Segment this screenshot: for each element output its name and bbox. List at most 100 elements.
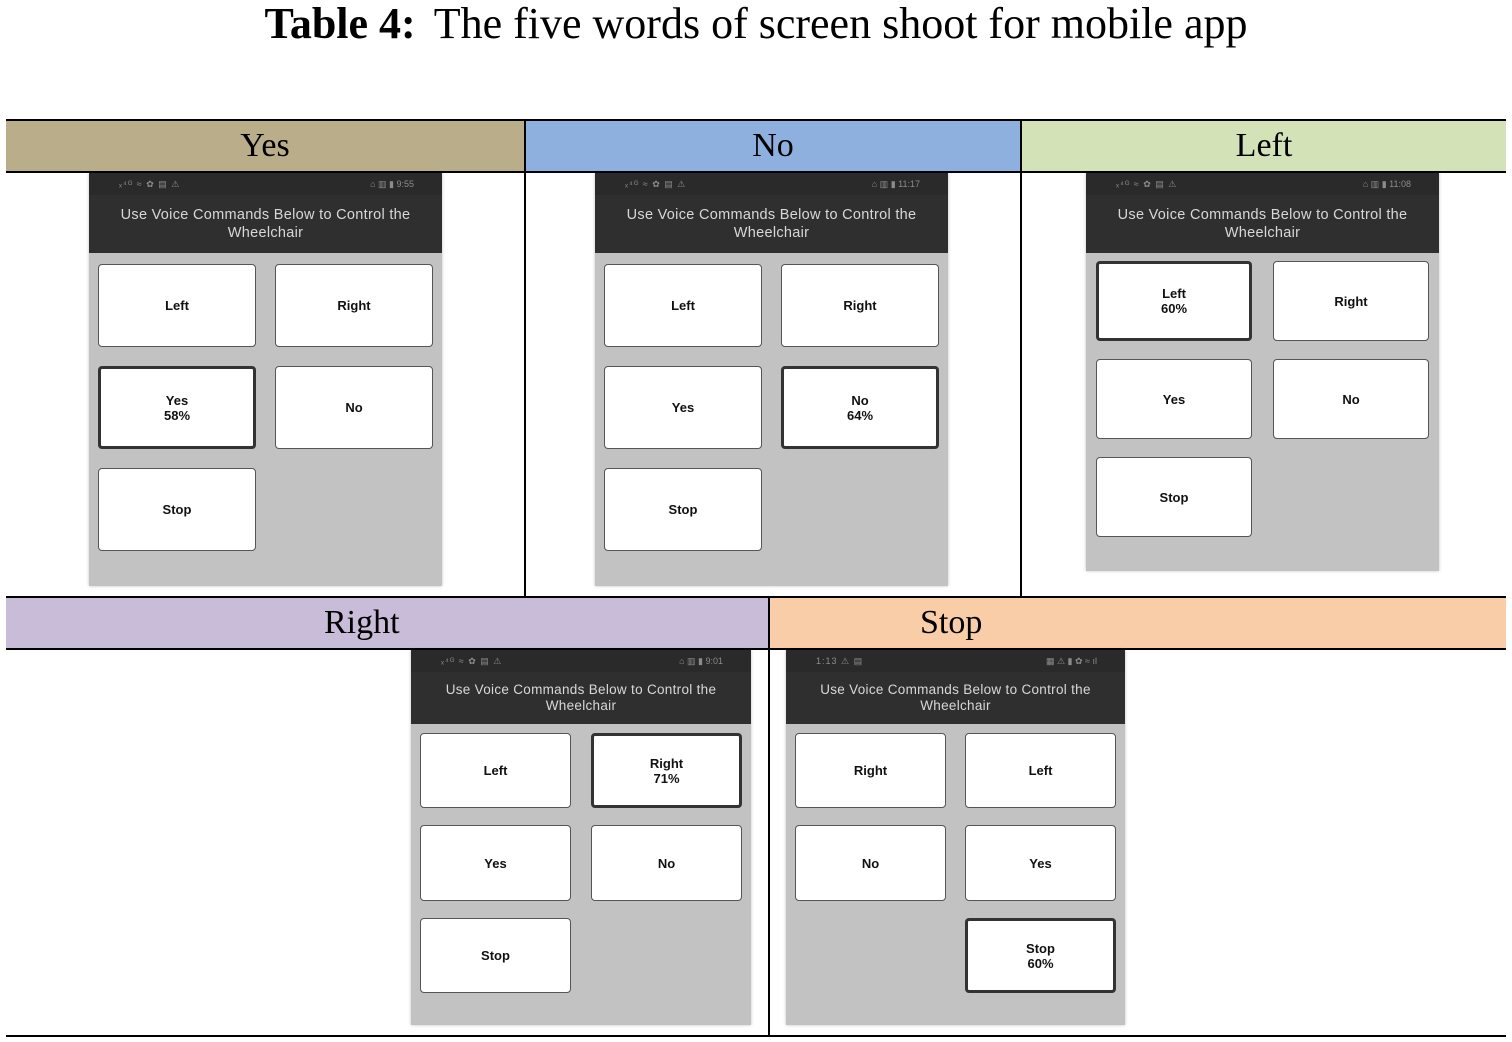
phone-screenshot-left: ₓ⁴ᴳ ≈ ✿ ▤ ⚠ ⌂ ▥ ▮ 11:08 Use Voice Comman… xyxy=(1086,173,1439,571)
table-rule-top xyxy=(6,119,1506,121)
status-icons-right: ⌂ ▥ ▮ 9:01 xyxy=(679,656,723,666)
button-label: No xyxy=(1342,391,1360,407)
status-bar: ₓ⁴ᴳ ≈ ✿ ▤ ⚠ ⌂ ▥ ▮ 11:08 xyxy=(1086,173,1439,195)
app-bar: Use Voice Commands Below to Control the … xyxy=(411,672,751,724)
button-label: Right xyxy=(1334,293,1368,309)
button-label: Left xyxy=(1028,763,1053,778)
command-button-yes[interactable]: Yes xyxy=(420,825,571,901)
command-button-no[interactable]: No xyxy=(275,366,433,449)
command-button-right[interactable]: Right xyxy=(795,733,946,808)
header-left: Left xyxy=(1022,121,1506,171)
button-label: Left xyxy=(1162,286,1186,301)
button-label: Yes xyxy=(1162,391,1186,407)
app-bar: Use Voice Commands Below to Control the … xyxy=(786,672,1125,724)
command-button-no[interactable]: No xyxy=(1273,359,1429,439)
header-right: Right xyxy=(6,598,768,648)
button-label: No xyxy=(861,855,880,871)
command-button-yes[interactable]: Yes xyxy=(965,825,1116,901)
button-label: Stop xyxy=(162,502,192,517)
header-no: No xyxy=(526,121,1020,171)
status-bar: ₓ⁴ᴳ ≈ ✿ ▤ ⚠ ⌂ ▥ ▮ 11:17 xyxy=(595,173,948,195)
app-title: Use Voice Commands Below to Control the … xyxy=(120,207,411,241)
command-button-yes[interactable]: Yes xyxy=(604,366,762,449)
command-button-stop[interactable]: Stop xyxy=(604,468,762,551)
button-label: Stop xyxy=(668,502,698,517)
phone-screenshot-right: ₓ⁴ᴳ ≈ ✿ ▤ ⚠ ⌂ ▥ ▮ 9:01 Use Voice Command… xyxy=(411,650,751,1025)
confidence-value: 60% xyxy=(1027,955,1054,971)
table-rule xyxy=(6,648,1506,650)
app-title: Use Voice Commands Below to Control the … xyxy=(445,682,717,713)
button-label: No xyxy=(657,855,676,871)
command-button-no[interactable]: No xyxy=(591,825,742,901)
status-bar: ₓ⁴ᴳ ≈ ✿ ▤ ⚠ ⌂ ▥ ▮ 9:55 xyxy=(89,173,442,195)
status-icons-right: ⌂ ▥ ▮ 9:55 xyxy=(370,179,414,189)
status-icons-left: 1:13 ⚠ ▤ xyxy=(816,656,864,666)
status-bar: ₓ⁴ᴳ ≈ ✿ ▤ ⚠ ⌂ ▥ ▮ 9:01 xyxy=(411,650,751,672)
command-button-right[interactable]: Right xyxy=(275,264,433,347)
header-yes: Yes xyxy=(6,121,524,171)
phone-screenshot-no: ₓ⁴ᴳ ≈ ✿ ▤ ⚠ ⌂ ▥ ▮ 11:17 Use Voice Comman… xyxy=(595,173,948,586)
confidence-value: 71% xyxy=(653,770,680,786)
table-rule-bottom xyxy=(6,1035,1506,1037)
table-caption: Table 4: The five words of screen shoot f… xyxy=(0,0,1512,50)
confidence-value: 64% xyxy=(846,407,874,423)
app-title: Use Voice Commands Below to Control the … xyxy=(1117,207,1408,241)
phone-screenshot-stop: 1:13 ⚠ ▤ ▦ ⚠ ▮ ✿ ≈ ıl Use Voice Commands… xyxy=(786,650,1125,1025)
status-icons-right: ▦ ⚠ ▮ ✿ ≈ ıl xyxy=(1045,656,1097,666)
command-button-right[interactable]: Right xyxy=(781,264,939,347)
button-label: Left xyxy=(165,298,189,313)
button-label: Stop xyxy=(1159,489,1189,505)
table-column-divider xyxy=(1020,119,1022,598)
command-button-left[interactable]: Left xyxy=(604,264,762,347)
button-label: Right xyxy=(337,298,371,313)
header-stop: Stop xyxy=(770,598,1506,648)
button-label: No xyxy=(851,392,869,408)
command-button-right[interactable]: Right xyxy=(1273,261,1429,341)
status-icons-right: ⌂ ▥ ▮ 11:08 xyxy=(1362,179,1411,189)
table-rule xyxy=(6,596,1506,598)
status-icons-left: ₓ⁴ᴳ ≈ ✿ ▤ ⚠ xyxy=(441,656,503,666)
status-icons-left: ₓ⁴ᴳ ≈ ✿ ▤ ⚠ xyxy=(119,179,181,189)
confidence-value: 58% xyxy=(163,407,191,423)
table-rule xyxy=(6,171,1506,173)
button-label: No xyxy=(345,400,363,415)
button-label: Right xyxy=(853,763,888,778)
command-button-stop[interactable]: Stop xyxy=(1096,457,1252,537)
caption-label: Table 4: xyxy=(264,0,416,48)
button-label: Left xyxy=(483,763,508,778)
command-button-stop[interactable]: Stop xyxy=(420,918,571,993)
command-button-no[interactable]: No xyxy=(795,825,946,901)
app-bar: Use Voice Commands Below to Control the … xyxy=(89,195,442,253)
command-button-left[interactable]: Left xyxy=(965,733,1116,808)
button-label: Yes xyxy=(671,400,695,415)
button-label: Yes xyxy=(1029,855,1052,871)
command-button-yes[interactable]: Yes xyxy=(1096,359,1252,439)
app-bar: Use Voice Commands Below to Control the … xyxy=(1086,195,1439,253)
status-icons-right: ⌂ ▥ ▮ 11:17 xyxy=(871,179,920,189)
app-title: Use Voice Commands Below to Control the … xyxy=(626,207,917,241)
button-label: Yes xyxy=(165,392,189,408)
status-bar: 1:13 ⚠ ▤ ▦ ⚠ ▮ ✿ ≈ ıl xyxy=(786,650,1125,672)
command-button-left[interactable]: Left xyxy=(98,264,256,347)
button-label: Stop xyxy=(481,948,510,963)
command-button-left[interactable]: Left xyxy=(420,733,571,808)
caption-text: The five words of screen shoot for mobil… xyxy=(433,0,1248,48)
button-label: Right xyxy=(649,755,684,771)
status-icons-left: ₓ⁴ᴳ ≈ ✿ ▤ ⚠ xyxy=(1116,179,1178,189)
command-button-stop[interactable]: Stop xyxy=(98,468,256,551)
confidence-value: 60% xyxy=(1160,301,1188,316)
app-title: Use Voice Commands Below to Control the … xyxy=(820,682,1091,713)
button-label: Stop xyxy=(1026,940,1055,956)
table-column-divider xyxy=(768,596,770,1037)
phone-screenshot-yes: ₓ⁴ᴳ ≈ ✿ ▤ ⚠ ⌂ ▥ ▮ 9:55 Use Voice Command… xyxy=(89,173,442,586)
status-icons-left: ₓ⁴ᴳ ≈ ✿ ▤ ⚠ xyxy=(625,179,687,189)
button-label: Left xyxy=(671,298,695,313)
app-bar: Use Voice Commands Below to Control the … xyxy=(595,195,948,253)
table-column-divider xyxy=(524,119,526,598)
button-label: Yes xyxy=(484,855,507,871)
